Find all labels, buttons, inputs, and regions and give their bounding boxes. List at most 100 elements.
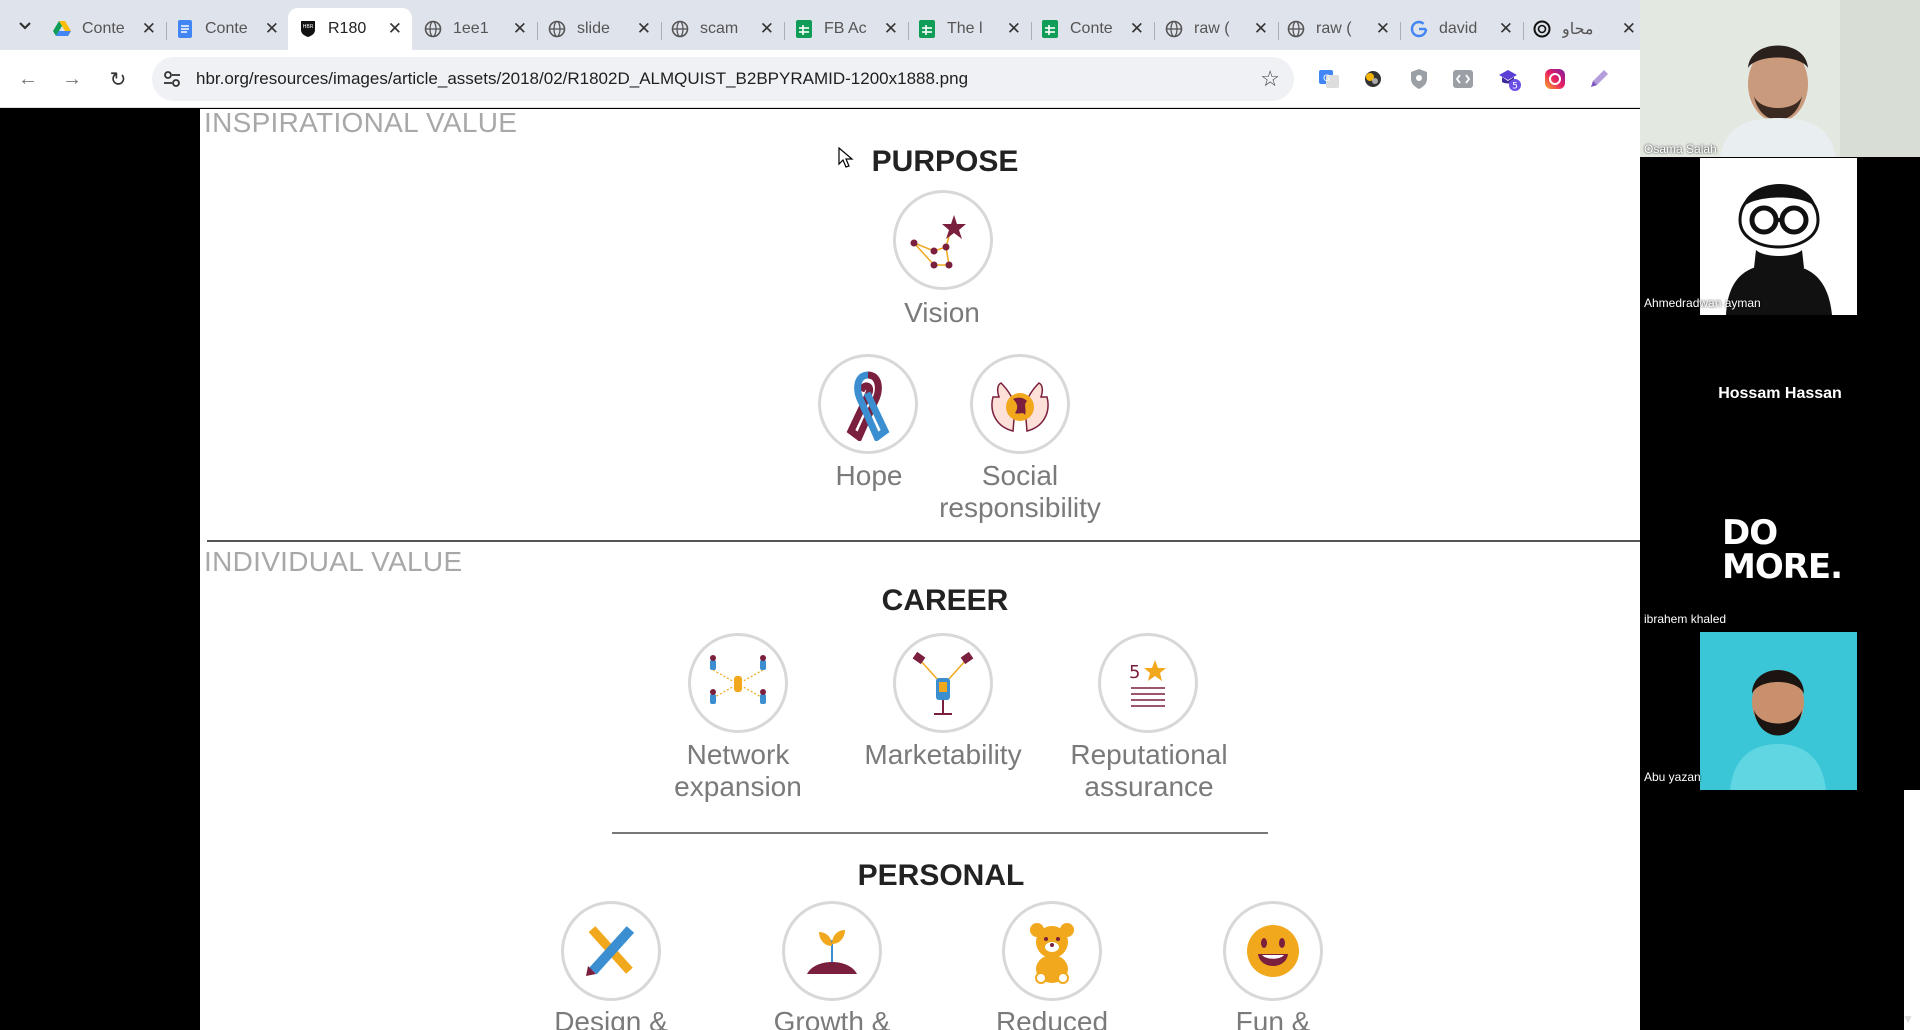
google-sheets-icon bbox=[917, 19, 937, 39]
close-tab-icon[interactable]: ✕ bbox=[1253, 19, 1268, 38]
participant-tile-osama[interactable]: Osama Salah bbox=[1640, 0, 1920, 157]
browser-tab[interactable]: Conte✕ bbox=[165, 8, 289, 50]
section-divider bbox=[207, 540, 1640, 542]
tab-title: محاو bbox=[1562, 21, 1594, 38]
network-expansion-badge bbox=[688, 633, 788, 733]
browser-tab[interactable]: The l ✕ bbox=[907, 8, 1032, 50]
browser-tab[interactable]: Conte✕ bbox=[42, 8, 167, 50]
tab-separator bbox=[537, 22, 538, 40]
close-tab-icon[interactable]: ✕ bbox=[1006, 19, 1021, 38]
tab-search-button[interactable] bbox=[9, 12, 41, 40]
smiley-face-icon bbox=[1247, 925, 1299, 977]
close-tab-icon[interactable]: ✕ bbox=[141, 19, 156, 38]
participant-name: Abu yazan bbox=[1644, 770, 1701, 784]
purple-extension-icon[interactable]: 5 bbox=[1496, 66, 1522, 92]
participant-tile-abu-yazan[interactable] bbox=[1700, 632, 1857, 790]
image-viewer: INSPIRATIONAL VALUE PURPOSE Vision Hope … bbox=[200, 109, 1640, 1030]
close-tab-icon[interactable]: ✕ bbox=[636, 19, 651, 38]
network-expansion-label: Network expansion bbox=[618, 739, 858, 803]
participant-name-centered: Hossam Hassan bbox=[1718, 385, 1842, 402]
extension-badge-count: 5 bbox=[1512, 82, 1518, 92]
browser-tab[interactable]: FB Ac✕ bbox=[784, 8, 909, 50]
personal-title: PERSONAL bbox=[857, 859, 1025, 892]
browser-tab[interactable]: Conte ✕ bbox=[1030, 8, 1155, 50]
url-text[interactable]: hbr.org/resources/images/article_assets/… bbox=[196, 69, 969, 88]
browser-tab[interactable]: scam ✕ bbox=[660, 8, 785, 50]
design-badge bbox=[561, 901, 661, 1001]
constellation-icon bbox=[910, 215, 966, 269]
close-tab-icon[interactable]: ✕ bbox=[264, 19, 279, 38]
browser-tab[interactable]: محاو ✕ bbox=[1522, 8, 1646, 50]
tab-title: scam bbox=[700, 20, 739, 37]
google-sheets-icon bbox=[794, 19, 814, 39]
arrow-left-icon: ← bbox=[18, 67, 38, 90]
site-settings-icon[interactable] bbox=[162, 69, 182, 89]
google-docs-icon bbox=[175, 19, 195, 39]
pencil-ruler-icon bbox=[586, 926, 635, 976]
browser-tab[interactable]: 1ee1✕ bbox=[413, 8, 538, 50]
tab-title: david bbox=[1439, 20, 1478, 37]
close-tab-icon[interactable]: ✕ bbox=[1621, 19, 1636, 38]
close-tab-icon[interactable]: ✕ bbox=[759, 19, 774, 38]
bookmark-star-icon[interactable]: ☆ bbox=[1260, 66, 1280, 91]
tab-separator bbox=[661, 22, 662, 40]
participant-tile-ibrahem[interactable]: DO MORE. bbox=[1700, 474, 1857, 631]
browser-tab[interactable]: raw ( ✕ bbox=[1154, 8, 1279, 50]
close-tab-icon[interactable]: ✕ bbox=[387, 19, 402, 38]
browser-toolbar: ← → ↻ hbr.org/resources/images/article_a… bbox=[0, 50, 1640, 108]
browser-tab[interactable]: david ✕ bbox=[1399, 8, 1524, 50]
close-tab-icon[interactable]: ✕ bbox=[1375, 19, 1390, 38]
reduced-anxiety-badge bbox=[1002, 901, 1102, 1001]
pen-extension-icon[interactable] bbox=[1586, 66, 1612, 92]
reputational-label-line1: Reputational bbox=[1070, 739, 1228, 770]
growth-badge bbox=[782, 901, 882, 1001]
purpose-title: PURPOSE bbox=[871, 145, 1019, 178]
video-call-panel: Osama Salah Ahmedradwan ayman Hossam Has… bbox=[1640, 0, 1920, 1030]
back-button[interactable]: ← bbox=[14, 65, 42, 93]
code-extension-icon[interactable] bbox=[1450, 66, 1476, 92]
shield-extension-icon[interactable] bbox=[1406, 66, 1432, 92]
scroll-down-icon[interactable]: ▼ bbox=[1902, 1012, 1914, 1026]
globe-icon bbox=[670, 19, 690, 39]
google-translate-icon[interactable]: G bbox=[1316, 66, 1342, 92]
globe-icon bbox=[423, 19, 443, 39]
forward-button[interactable]: → bbox=[58, 65, 86, 93]
social-responsibility-label: Social responsibility bbox=[900, 460, 1140, 524]
browser-tab[interactable]: raw (✕ bbox=[1276, 8, 1401, 50]
social-responsibility-badge bbox=[970, 354, 1070, 454]
social-label-line1: Social bbox=[981, 460, 1059, 491]
fun-perks-label: Fun & bbox=[1235, 1006, 1311, 1030]
google-sheets-icon bbox=[1040, 19, 1060, 39]
color-picker-extension-icon[interactable] bbox=[1360, 66, 1386, 92]
close-tab-icon[interactable]: ✕ bbox=[883, 19, 898, 38]
ribbon-icon bbox=[846, 371, 890, 441]
hbr-icon: HBR bbox=[298, 19, 318, 39]
close-tab-icon[interactable]: ✕ bbox=[1498, 19, 1513, 38]
close-tab-icon[interactable]: ✕ bbox=[1129, 19, 1144, 38]
address-bar[interactable]: hbr.org/resources/images/article_assets/… bbox=[152, 57, 1294, 101]
reload-button[interactable]: ↻ bbox=[104, 65, 132, 93]
tab-separator bbox=[1278, 22, 1279, 40]
google-drive-icon bbox=[52, 19, 72, 39]
participant-name: Osama Salah bbox=[1644, 142, 1717, 156]
career-title: CAREER bbox=[881, 584, 1009, 617]
scrollbar-track[interactable] bbox=[1904, 790, 1920, 1030]
tab-title: Conte bbox=[1070, 20, 1113, 37]
svg-text:HBR: HBR bbox=[303, 24, 314, 30]
globe-icon bbox=[547, 19, 567, 39]
marketability-badge bbox=[893, 633, 993, 733]
design-label: Design & bbox=[554, 1006, 668, 1030]
chatgpt-icon bbox=[1532, 19, 1552, 39]
hands-globe-icon bbox=[991, 382, 1049, 432]
avatar-glasses-icon bbox=[1726, 184, 1832, 315]
close-tab-icon[interactable]: ✕ bbox=[512, 19, 527, 38]
browser-tab[interactable]: slide✕ bbox=[537, 8, 662, 50]
sprout-icon bbox=[807, 930, 857, 974]
participant-name: ibrahem khaled bbox=[1644, 612, 1727, 626]
do-more-line2: MORE. bbox=[1722, 547, 1843, 587]
instagram-extension-icon[interactable] bbox=[1542, 66, 1568, 92]
tab-title: raw ( bbox=[1194, 20, 1230, 37]
tab-title: The l bbox=[947, 20, 983, 37]
participant-tile-ahmedradwan[interactable] bbox=[1700, 158, 1857, 315]
